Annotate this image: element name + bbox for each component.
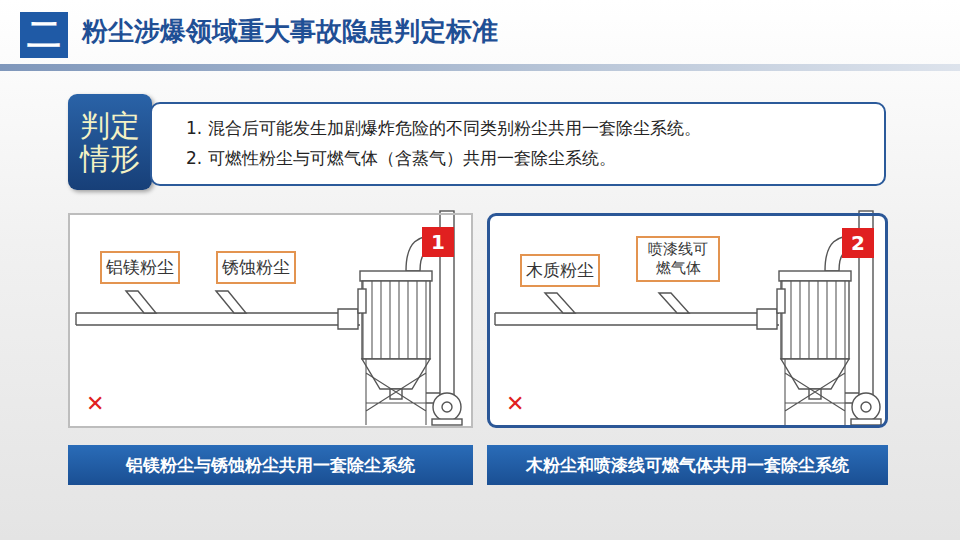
- example-panel: 铝镁粉尘 锈蚀粉尘 1: [68, 213, 473, 428]
- dust-label: 铝镁粉尘: [100, 251, 180, 284]
- callout-number: 1: [422, 227, 454, 257]
- node-text: 2. 可燃性粉尘与可燃气体（含蒸气）共用一套除尘系统。: [186, 144, 870, 174]
- slide-title: 粉尘涉爆领域重大事故隐患判定标准: [82, 14, 498, 49]
- caption-bar: 木粉尘和喷漆线可燃气体共用一套除尘系统: [487, 445, 888, 485]
- wrong-mark: ✕: [86, 393, 104, 415]
- node-text: 判定情形: [80, 109, 140, 175]
- node-text: 喷漆线可 燃气体: [642, 240, 714, 278]
- heading-box: 判定情形: [68, 94, 152, 190]
- example-panel: 木质粉尘 喷漆线可 燃气体 2: [487, 213, 888, 428]
- node-text: 木粉尘和喷漆线可燃气体共用一套除尘系统: [526, 454, 849, 477]
- node-text: 锈蚀粉尘: [222, 256, 290, 279]
- criteria-box: 1. 混合后可能发生加剧爆炸危险的不同类别粉尘共用一套除尘系统。2. 可燃性粉尘…: [150, 102, 886, 186]
- node-text: 铝镁粉尘与锈蚀粉尘共用一套除尘系统: [126, 454, 415, 477]
- callout-number: 2: [842, 228, 874, 258]
- caption-bar: 铝镁粉尘与锈蚀粉尘共用一套除尘系统: [68, 445, 473, 485]
- node-text: 铝镁粉尘: [106, 256, 174, 279]
- node-text: 2: [851, 231, 865, 255]
- section-number: 二: [20, 12, 68, 58]
- node-text: 1. 混合后可能发生加剧爆炸危险的不同类别粉尘共用一套除尘系统。: [186, 114, 870, 144]
- dust-label: 锈蚀粉尘: [216, 251, 296, 284]
- node-text: 木质粉尘: [526, 259, 594, 282]
- dust-label: 木质粉尘: [520, 254, 600, 287]
- node-text: 1: [431, 230, 445, 254]
- wrong-mark: ✕: [506, 393, 524, 415]
- gas-label: 喷漆线可 燃气体: [636, 236, 720, 282]
- node-text: 二: [27, 12, 61, 58]
